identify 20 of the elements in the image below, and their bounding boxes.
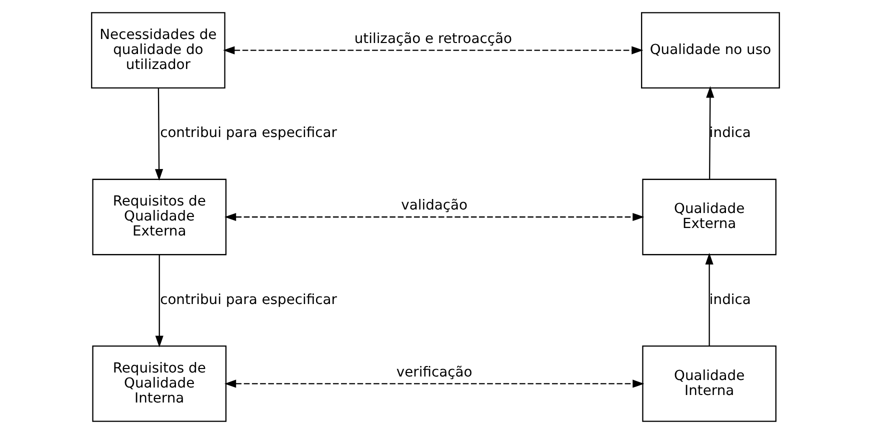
edge-label: verificação bbox=[396, 364, 472, 380]
edge-label: indica bbox=[709, 125, 751, 142]
arrow bbox=[224, 380, 644, 388]
arrow bbox=[154, 88, 164, 181]
node-box: Necessidades de qualidade do utilizador bbox=[91, 12, 226, 88]
edge-label: indica bbox=[709, 292, 751, 308]
node-box: Qualidade Externa bbox=[642, 178, 776, 256]
arrow bbox=[706, 86, 714, 179]
arrow bbox=[155, 254, 164, 348]
edge-label: utilização e retroacção bbox=[354, 30, 512, 47]
edge-label: contribui para especificar bbox=[160, 292, 337, 308]
node-box: Requisitos de Qualidade Interna bbox=[92, 346, 227, 422]
arrow bbox=[224, 212, 644, 222]
arrow bbox=[223, 46, 644, 54]
node-box: Qualidade no uso bbox=[641, 12, 780, 88]
edge-label: contribui para especificar bbox=[160, 125, 337, 142]
node-box: Requisitos de Qualidade Externa bbox=[92, 178, 227, 256]
arrow bbox=[705, 252, 714, 346]
node-box: Qualidade Interna bbox=[642, 346, 776, 422]
edge-label: validação bbox=[401, 198, 468, 214]
